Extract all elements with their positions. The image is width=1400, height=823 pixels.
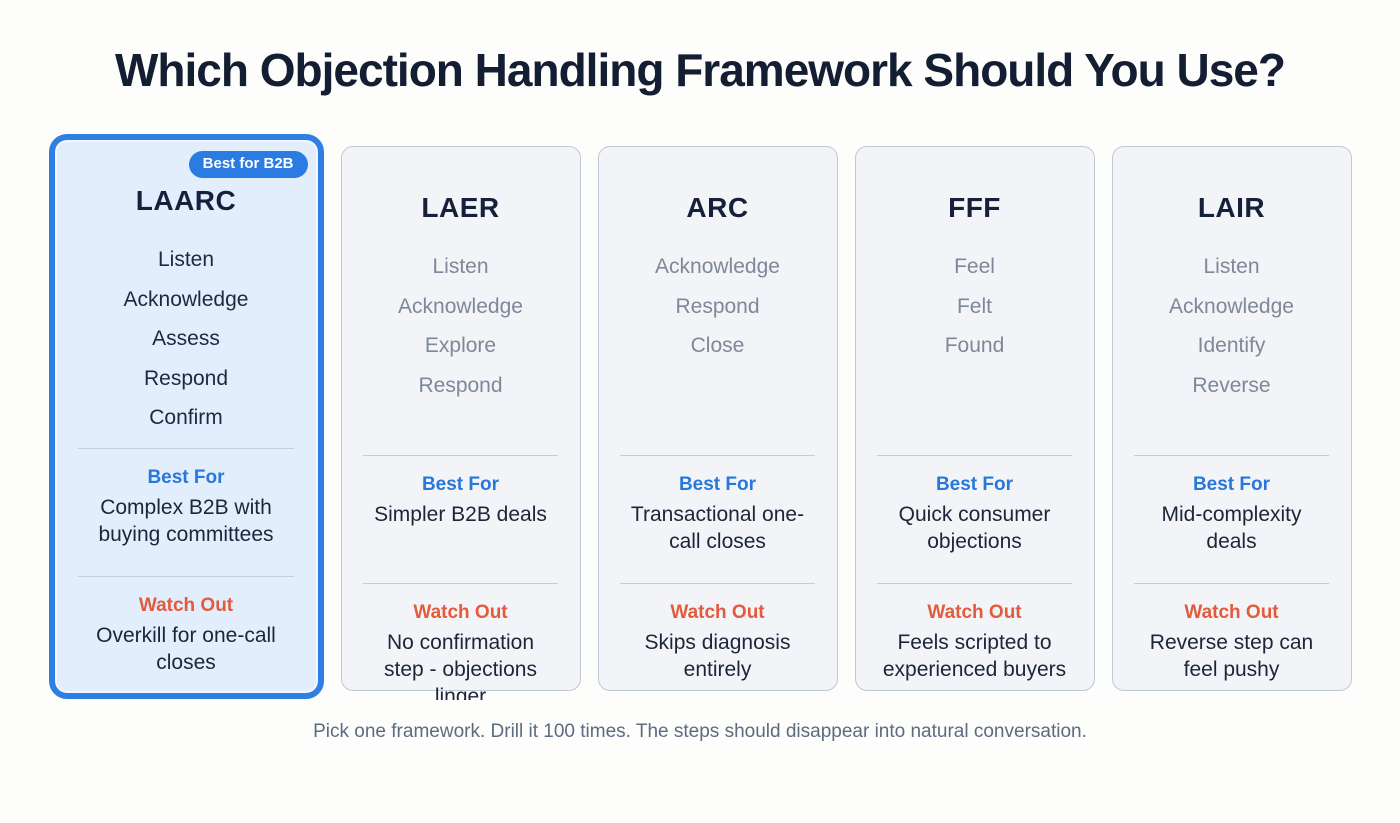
watch-out-label: Watch Out	[138, 595, 234, 616]
watch-out-label: Watch Out	[413, 602, 508, 623]
best-for-label: Best For	[935, 474, 1014, 495]
watch-out-section: Watch Out Skips diagnosis entirely	[599, 584, 837, 700]
watch-out-text: No confirmation step - objections linger	[384, 631, 537, 700]
watch-out-text: Reverse step can feel pushy	[1149, 631, 1314, 681]
divider	[876, 583, 1073, 584]
best-for-section: Best For Quick consumer objections	[856, 456, 1094, 572]
framework-card-lair: LAIR Listen Acknowledge Identify Reverse…	[1111, 146, 1352, 691]
best-for-section: Best For Complex B2B with buying committ…	[55, 449, 318, 565]
framework-cards-row: Best for B2B LAARC Listen Acknowledge As…	[0, 134, 1400, 700]
step-item: Identify	[1197, 334, 1266, 357]
watch-out-text: Skips diagnosis entirely	[644, 631, 791, 681]
step-item: Feel	[954, 255, 995, 278]
divider	[619, 583, 816, 584]
step-item: Acknowledge	[398, 294, 523, 318]
steps-list: Acknowledge Respond Close	[599, 247, 837, 444]
step-item: Listen	[1203, 255, 1260, 278]
best-for-text: Simpler B2B deals	[374, 503, 547, 526]
best-for-section: Best For Mid-complexity deals	[1113, 456, 1351, 572]
best-for-label: Best For	[678, 474, 757, 495]
infographic-page: Which Objection Handling Framework Shoul…	[0, 42, 1400, 823]
step-item: Acknowledge	[123, 287, 249, 311]
step-item: Explore	[424, 334, 497, 357]
watch-out-section: Watch Out Overkill for one-call closes	[55, 577, 318, 693]
best-for-text: Transactional one-call closes	[630, 503, 805, 553]
watch-out-text: Feels scripted to experienced buyers	[882, 631, 1067, 681]
watch-out-section: Watch Out Reverse step can feel pushy	[1113, 584, 1351, 700]
best-for-label: Best For	[421, 474, 500, 495]
step-item: Listen	[157, 248, 215, 271]
step-item: Felt	[956, 294, 992, 318]
steps-list: Listen Acknowledge Assess Respond Confir…	[55, 240, 318, 437]
steps-list: Listen Acknowledge Identify Reverse	[1113, 247, 1351, 444]
best-for-label: Best For	[1192, 474, 1271, 495]
watch-out-label: Watch Out	[927, 602, 1022, 623]
best-for-text: Complex B2B with buying committees	[98, 496, 274, 546]
best-for-label: Best For	[147, 467, 225, 488]
card-title: LAER	[421, 192, 500, 223]
divider	[619, 455, 816, 456]
watch-out-text: Overkill for one-call closes	[96, 624, 276, 674]
step-item: Confirm	[149, 406, 223, 429]
divider	[78, 576, 294, 577]
card-title: ARC	[686, 192, 749, 223]
step-item: Respond	[143, 366, 229, 390]
divider	[362, 455, 559, 456]
step-item: Respond	[675, 294, 760, 318]
watch-out-section: Watch Out No confirmation step - objecti…	[342, 584, 580, 700]
divider	[876, 455, 1073, 456]
framework-card-laer: LAER Listen Acknowledge Explore Respond …	[340, 146, 581, 700]
framework-card-laarc: Best for B2B LAARC Listen Acknowledge As…	[48, 134, 324, 699]
divider	[78, 448, 294, 449]
step-item: Respond	[418, 373, 503, 397]
divider	[1133, 583, 1330, 584]
best-for-b2b-badge: Best for B2B	[188, 151, 308, 178]
best-for-section: Best For Simpler B2B deals	[342, 456, 580, 572]
divider	[362, 583, 559, 584]
card-title: LAARC	[135, 185, 237, 216]
framework-card-fff: FFF Feel Felt Found Best For Quick consu…	[854, 146, 1095, 691]
steps-list: Feel Felt Found	[856, 247, 1094, 444]
watch-out-label: Watch Out	[1184, 602, 1279, 623]
watch-out-section: Watch Out Feels scripted to experienced …	[856, 584, 1094, 700]
watch-out-label: Watch Out	[670, 602, 765, 623]
page-title: Which Objection Handling Framework Shoul…	[115, 44, 1286, 96]
best-for-text: Quick consumer objections	[898, 503, 1051, 553]
framework-card-arc: ARC Acknowledge Respond Close Best For T…	[597, 146, 838, 691]
step-item: Close	[690, 334, 745, 357]
best-for-section: Best For Transactional one-call closes	[599, 456, 837, 572]
steps-list: Listen Acknowledge Explore Respond	[342, 247, 580, 444]
footer-note: Pick one framework. Drill it 100 times. …	[313, 721, 1087, 742]
step-item: Acknowledge	[1169, 294, 1294, 318]
divider	[1133, 455, 1330, 456]
step-item: Found	[944, 334, 1005, 357]
step-item: Listen	[432, 255, 489, 278]
step-item: Acknowledge	[655, 255, 780, 278]
card-title: FFF	[948, 192, 1001, 223]
card-title: LAIR	[1197, 192, 1266, 223]
step-item: Reverse	[1192, 373, 1271, 397]
step-item: Assess	[152, 327, 220, 350]
best-for-text: Mid-complexity deals	[1161, 503, 1302, 553]
